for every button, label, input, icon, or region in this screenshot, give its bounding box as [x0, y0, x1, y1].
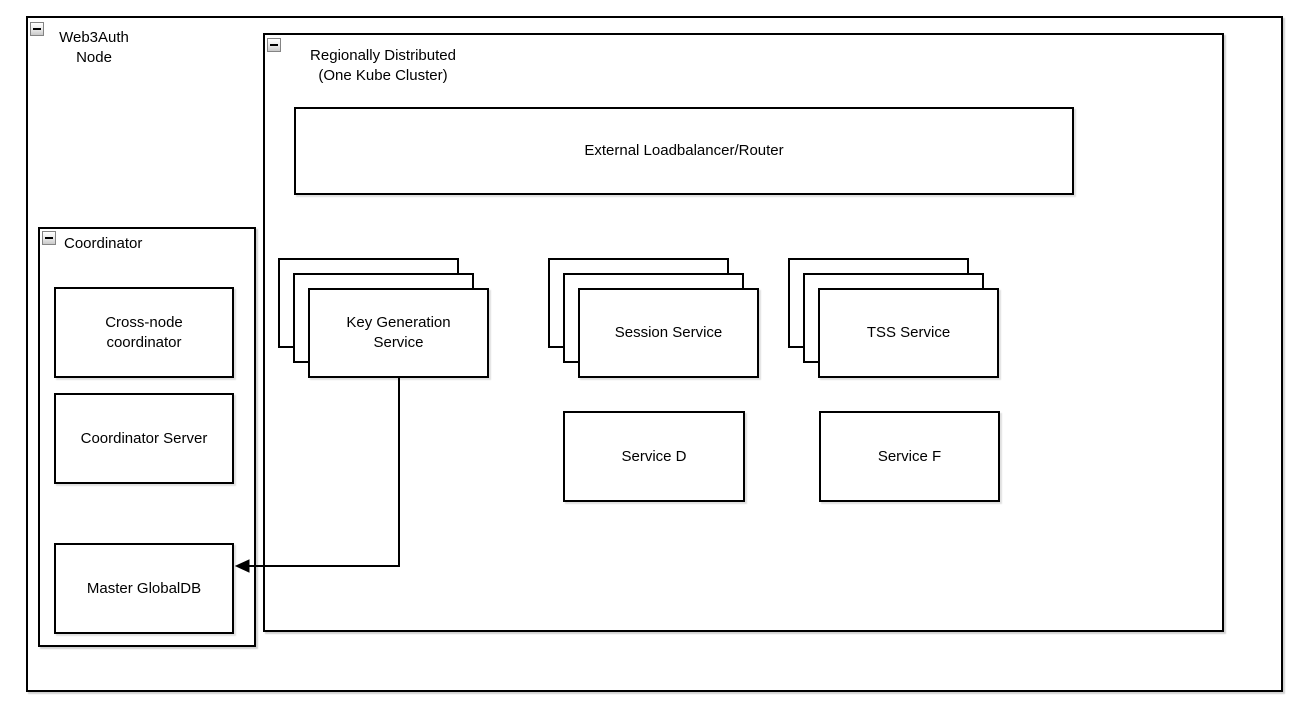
node-cross-node-coordinator[interactable]: Cross-node coordinator [54, 287, 234, 378]
group-label-regionally-distributed: Regionally Distributed (One Kube Cluster… [310, 47, 456, 84]
group-label-coordinator: Coordinator [64, 235, 143, 252]
node-service-f[interactable]: Service F [819, 411, 1000, 502]
node-service-d[interactable]: Service D [563, 411, 745, 502]
collapse-icon[interactable] [42, 231, 56, 245]
collapse-icon[interactable] [30, 22, 44, 36]
node-coordinator-server[interactable]: Coordinator Server [54, 393, 234, 484]
node-external-loadbalancer-router[interactable]: External Loadbalancer/Router [294, 107, 1074, 195]
node-master-globaldb[interactable]: Master GlobalDB [54, 543, 234, 634]
group-label-web3auth-node: Web3Auth Node [59, 29, 129, 66]
node-key-generation-service[interactable]: Key Generation Service [308, 288, 489, 378]
collapse-icon[interactable] [267, 38, 281, 52]
node-session-service[interactable]: Session Service [578, 288, 759, 378]
node-tss-service[interactable]: TSS Service [818, 288, 999, 378]
